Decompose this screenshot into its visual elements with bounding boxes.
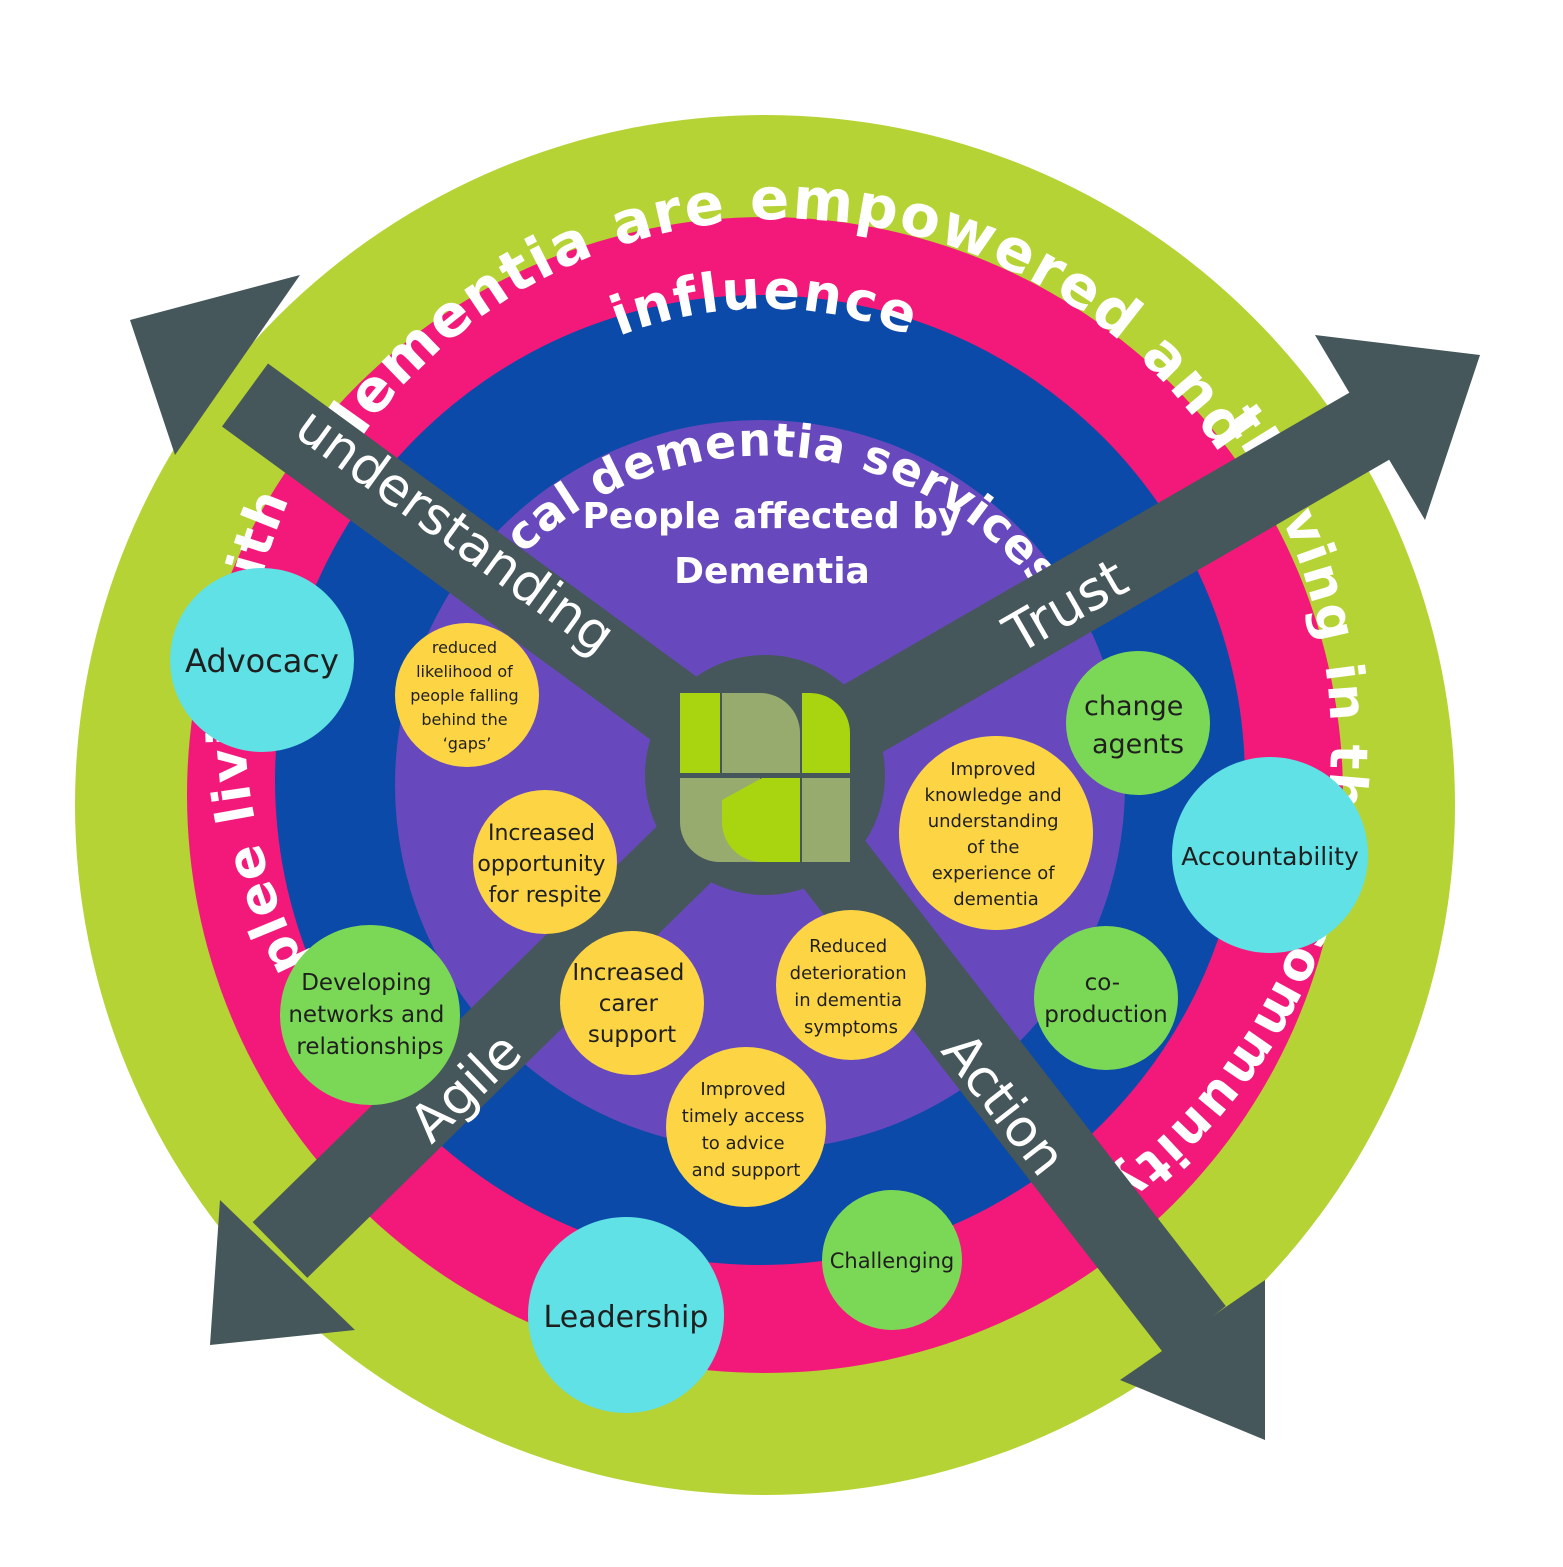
logo-block-top-right xyxy=(802,693,850,773)
logo-block-bottom-right xyxy=(802,778,850,862)
deterioration-line-4: symptoms xyxy=(804,1017,898,1038)
deterioration-line-1: Reduced xyxy=(809,936,887,957)
co-production-line-1: co- xyxy=(1085,970,1120,996)
co-production-label: co- production xyxy=(1044,970,1168,1028)
deterioration-bubble xyxy=(776,910,926,1060)
advocacy-label: Advocacy xyxy=(185,642,339,680)
gaps-label: reduced likelihood of people falling beh… xyxy=(410,638,523,753)
co-production-bubble xyxy=(1034,926,1178,1070)
networks-line-3: relationships xyxy=(296,1034,443,1060)
challenging-label: Challenging xyxy=(830,1249,955,1273)
networks-label: Developing networks and relationships xyxy=(288,970,451,1060)
carer-line-3: support xyxy=(588,1022,676,1048)
access-line-4: and support xyxy=(692,1160,801,1181)
arrow-sw-head xyxy=(210,1200,355,1345)
gaps-line-1: reduced xyxy=(432,638,497,657)
access-line-2: timely access xyxy=(682,1106,805,1127)
logo-block-top-left xyxy=(680,693,720,773)
change-agents-label: change agents xyxy=(1084,691,1192,760)
arrow-se-head xyxy=(1120,1280,1265,1440)
arrow-ne-head xyxy=(1315,335,1480,520)
accountability-bubble xyxy=(1172,757,1368,953)
knowledge-line-1: Improved xyxy=(950,759,1035,780)
carer-line-1: Increased xyxy=(572,960,684,986)
logo xyxy=(680,693,850,862)
center-title-line1: People affected by xyxy=(583,496,962,537)
respite-label: Increased opportunity for respite xyxy=(477,821,612,908)
networks-bubble xyxy=(280,925,460,1105)
knowledge-line-5: experience of xyxy=(932,863,1055,884)
logo-block-top-mid xyxy=(722,693,800,773)
arrow-group xyxy=(130,275,1480,1440)
networks-line-1: Developing xyxy=(301,970,431,996)
gaps-line-5: ‘gaps’ xyxy=(443,734,492,753)
gaps-bubble xyxy=(395,623,539,767)
networks-line-2: networks and xyxy=(288,1002,444,1028)
center-title-line2: Dementia xyxy=(674,551,870,592)
respite-bubble xyxy=(473,790,617,934)
respite-line-2: opportunity xyxy=(477,852,605,877)
arrow-nw-head xyxy=(130,275,300,455)
carer-bubble xyxy=(560,931,704,1075)
gaps-line-2: likelihood of xyxy=(416,662,513,681)
accountability-label: Accountability xyxy=(1181,842,1359,871)
access-line-3: to advice xyxy=(702,1133,785,1154)
knowledge-line-3: understanding xyxy=(928,811,1059,832)
change-agents-bubble xyxy=(1066,651,1210,795)
knowledge-line-6: dementia xyxy=(953,889,1039,910)
deterioration-line-3: in dementia xyxy=(794,990,902,1011)
change-agents-line-1: change xyxy=(1084,691,1183,722)
leadership-bubble xyxy=(528,1217,724,1413)
access-line-1: Improved xyxy=(700,1079,785,1100)
challenging-bubble xyxy=(822,1190,962,1330)
respite-line-3: for respite xyxy=(488,883,601,908)
gaps-line-4: behind the xyxy=(421,710,507,729)
advocacy-bubble xyxy=(170,568,354,752)
knowledge-line-4: of the xyxy=(967,837,1020,858)
logo-block-bottom-mid xyxy=(722,778,800,862)
gaps-line-3: people falling xyxy=(410,686,518,705)
carer-label: Increased carer support xyxy=(572,960,691,1048)
access-bubble xyxy=(666,1047,826,1207)
deterioration-label: Reduced deterioration in dementia sympto… xyxy=(790,936,913,1038)
carer-line-2: carer xyxy=(599,991,659,1017)
leadership-label: Leadership xyxy=(544,1300,709,1335)
change-agents-line-2: agents xyxy=(1092,729,1184,760)
co-production-line-2: production xyxy=(1044,1002,1168,1028)
knowledge-bubble xyxy=(899,736,1093,930)
respite-line-1: Increased xyxy=(488,821,595,846)
knowledge-label: Improved knowledge and understanding of … xyxy=(925,759,1068,910)
deterioration-line-2: deterioration xyxy=(790,963,907,984)
knowledge-line-2: knowledge and xyxy=(925,785,1062,806)
access-label: Improved timely access to advice and sup… xyxy=(682,1079,810,1181)
